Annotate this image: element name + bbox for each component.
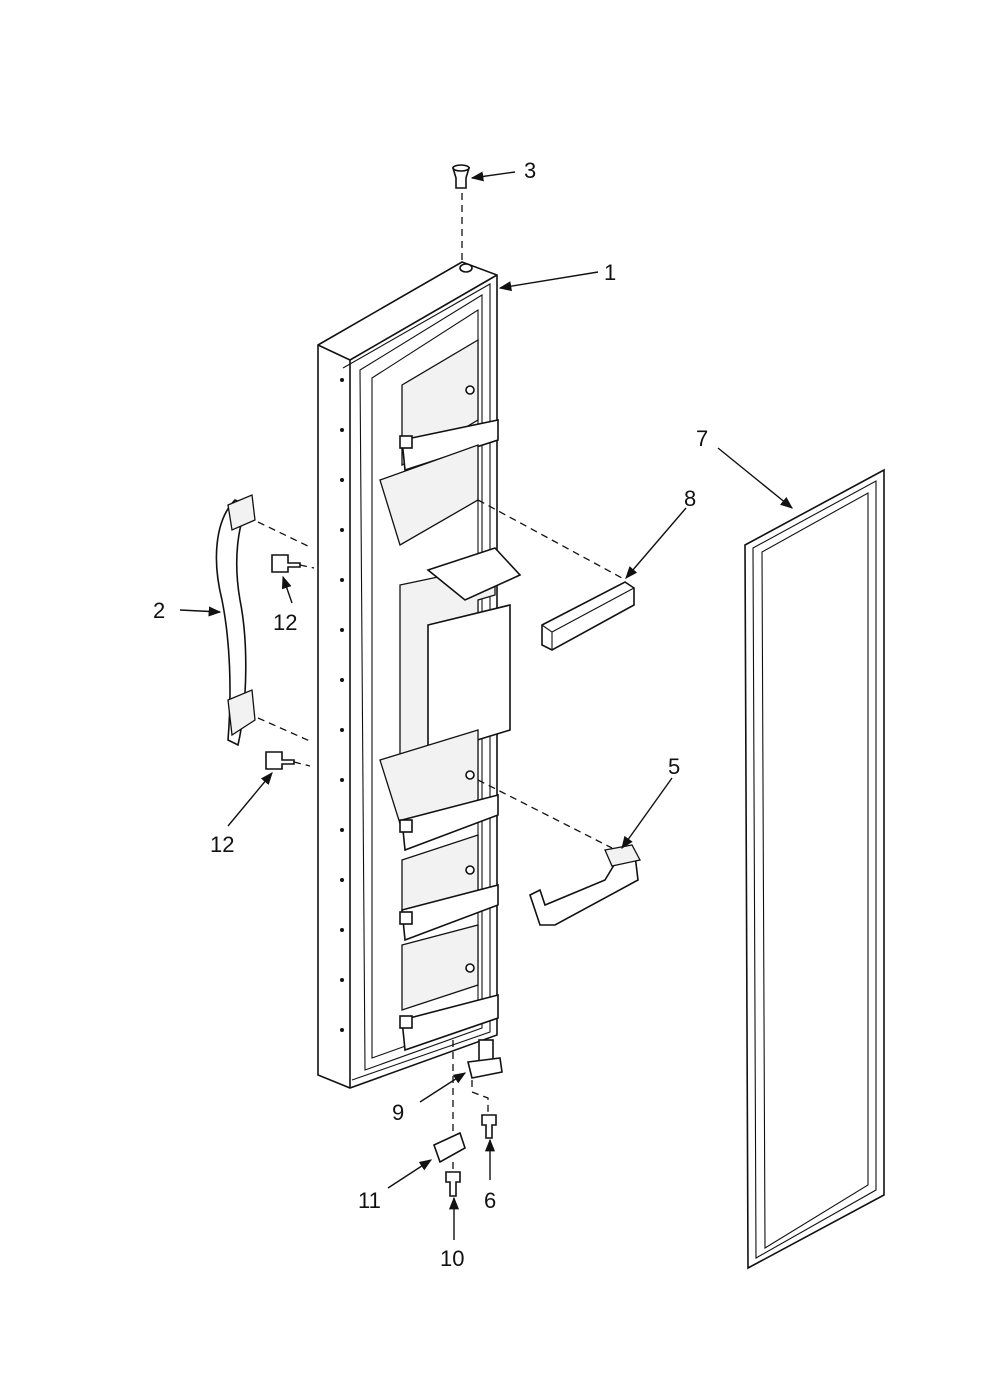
- callout-1: 1: [604, 260, 616, 285]
- door-bin: [529, 844, 641, 926]
- hinge-bracket: [433, 1131, 466, 1164]
- handle-screw-upper: [271, 554, 301, 573]
- callout-7: 7: [696, 426, 708, 451]
- callout-12-lower: 12: [210, 832, 234, 857]
- door-handle: [215, 494, 256, 747]
- leader-lines: [179, 171, 793, 1240]
- door-edge-screws: [340, 378, 344, 1032]
- callout-11: 11: [358, 1188, 381, 1213]
- callout-5: 5: [668, 754, 680, 779]
- trim-rail: [541, 581, 635, 651]
- callout-3: 3: [524, 158, 536, 183]
- door-assembly: [317, 261, 522, 1089]
- callout-9: 9: [392, 1100, 404, 1125]
- hinge-screw: [481, 1114, 497, 1139]
- callout-12-upper: 12: [273, 610, 297, 635]
- handle-screw-lower: [265, 751, 295, 770]
- door-gasket: [744, 468, 885, 1270]
- callout-6: 6: [484, 1188, 496, 1213]
- top-hinge-plug: [451, 164, 471, 189]
- bracket-screw: [445, 1171, 461, 1197]
- callout-2: 2: [153, 598, 165, 623]
- callout-10: 10: [440, 1246, 464, 1271]
- bottom-hinge-pin: [467, 1039, 503, 1079]
- callout-8: 8: [684, 486, 696, 511]
